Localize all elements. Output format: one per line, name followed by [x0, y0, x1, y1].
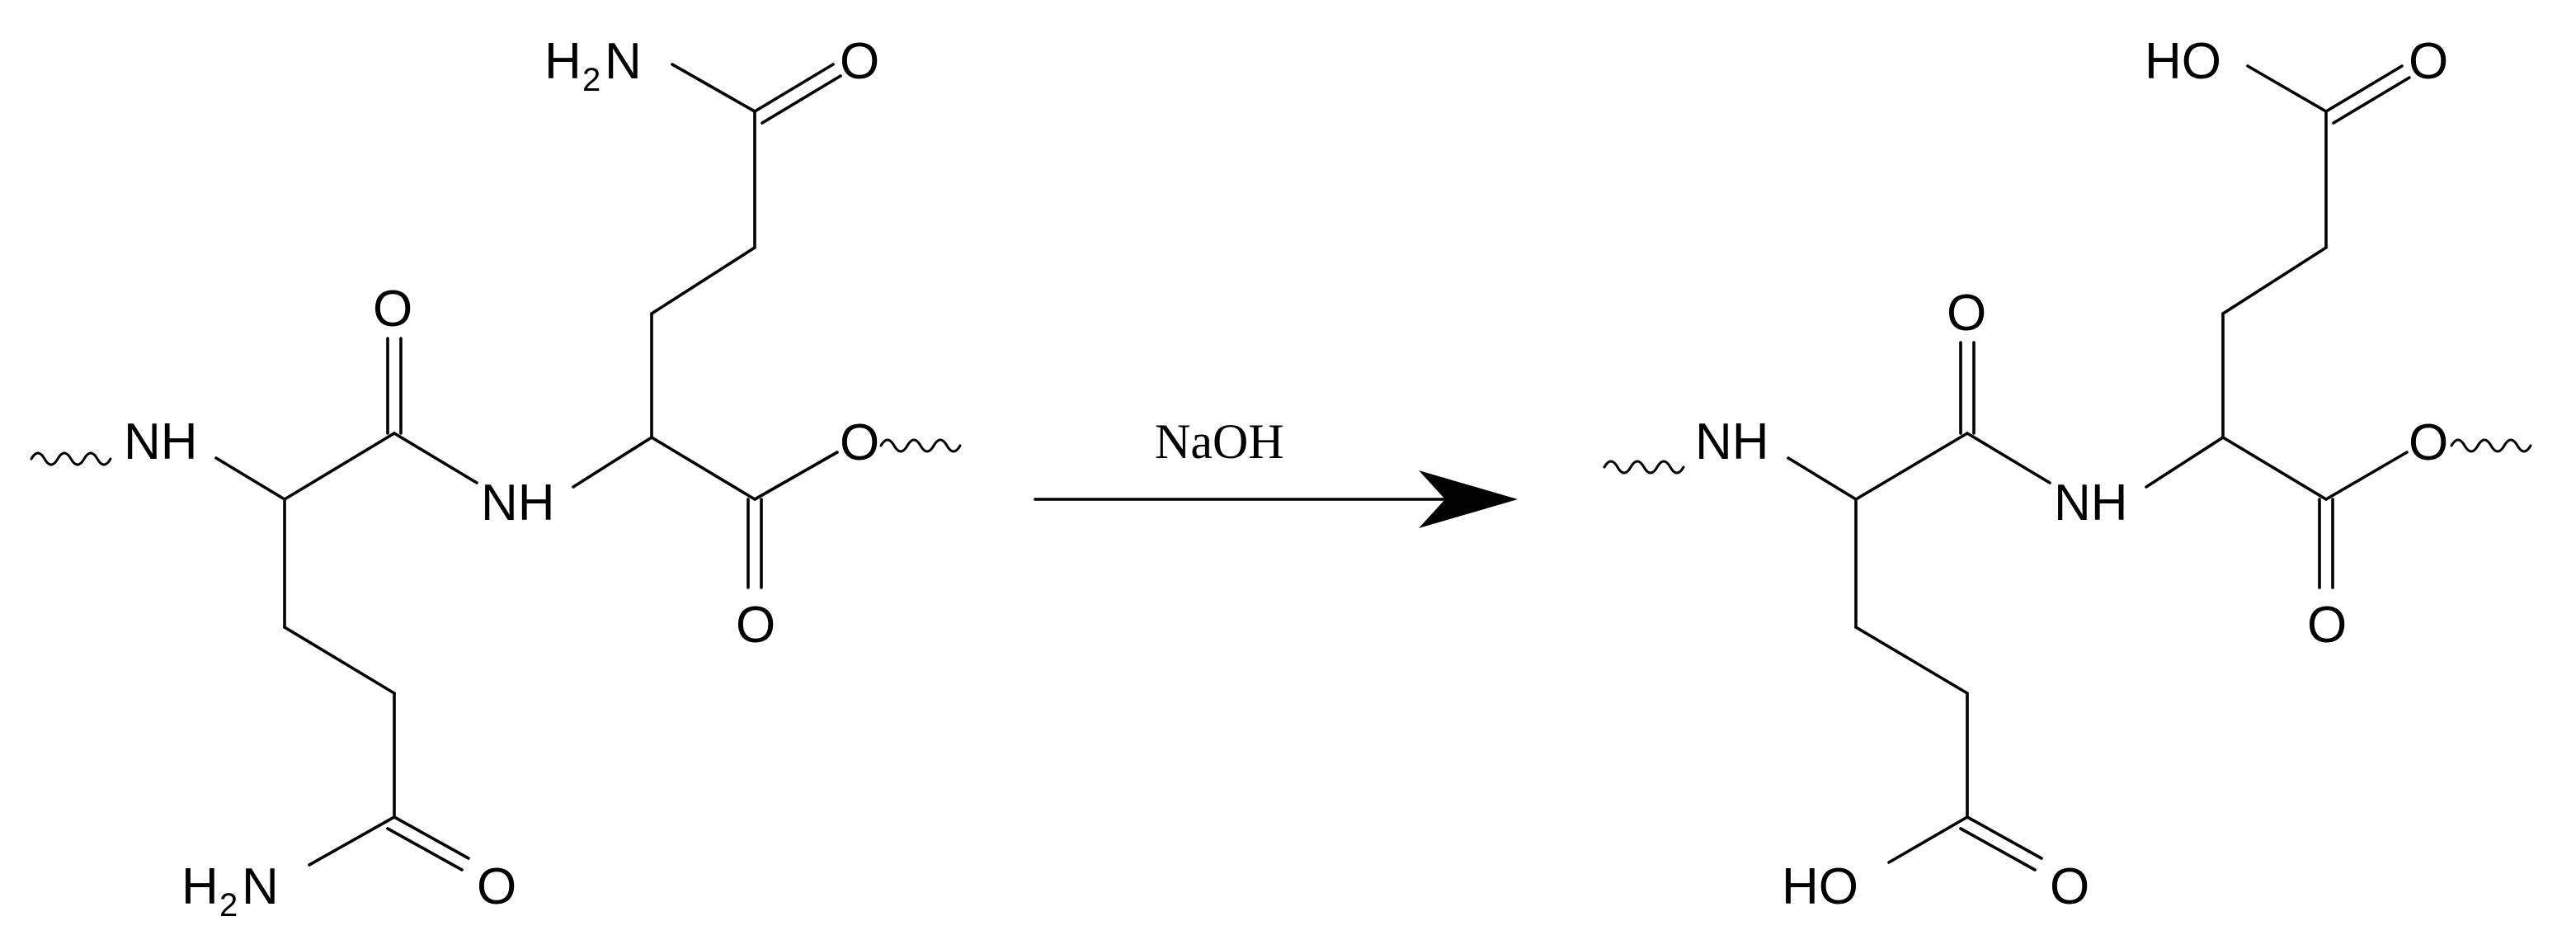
bond [572, 436, 653, 489]
amide-bot-o-label: O [477, 858, 516, 915]
bond [2324, 64, 2404, 113]
bond [1787, 456, 1858, 501]
bond [1966, 432, 2051, 484]
bond [2145, 436, 2225, 489]
ester-o-label: O [840, 414, 879, 471]
bond [283, 432, 396, 501]
nh-mid-label: NH [481, 475, 555, 531]
nh-left-label: NH [1695, 413, 1769, 470]
amide-bot-h-label: H [181, 858, 219, 915]
bond [1887, 815, 1969, 864]
bond [2221, 246, 2328, 315]
bond [2246, 64, 2328, 113]
reaction-arrow: NaOH [1034, 414, 1518, 528]
carbonyl-o-bottom-label: O [736, 597, 775, 654]
carbonyl-o-top-label: O [1947, 285, 1986, 342]
wavy-bond-right [2450, 438, 2532, 453]
bond [761, 74, 842, 125]
amide-top-n-label: N [605, 33, 642, 90]
bond [2332, 76, 2411, 125]
bond [1854, 432, 1969, 501]
bond [753, 63, 835, 113]
bond [386, 827, 464, 872]
bond [2324, 451, 2409, 501]
bond [393, 432, 478, 484]
wavy-bond-left [1603, 460, 1685, 475]
nh-mid-label: NH [2054, 475, 2128, 531]
acid-bot-o-label: O [2050, 858, 2089, 915]
bond [283, 626, 396, 695]
amide-bot-sub-label: 2 [219, 887, 238, 923]
bond [650, 436, 756, 501]
wavy-bond-left [30, 451, 112, 466]
amide-bot-n-label: N [242, 858, 279, 915]
carbonyl-o-bottom-label: O [2307, 597, 2347, 654]
carbonyl-o-top-label: O [373, 281, 412, 338]
bond [2221, 436, 2328, 501]
bond [671, 63, 756, 113]
wavy-bond-right [879, 438, 962, 453]
arrow-head [1419, 470, 1518, 528]
bond [1966, 815, 2043, 860]
bond [753, 451, 839, 501]
amide-top-h-label: H [544, 33, 582, 90]
reactant-molecule: NH O NH O O O H 2 N [30, 33, 962, 923]
bond [1959, 827, 2037, 872]
acid-top-ho-label: HO [2145, 33, 2221, 90]
amide-top-sub-label: 2 [582, 62, 600, 98]
bond [214, 456, 286, 501]
bond [650, 246, 756, 315]
ester-o-label: O [2409, 414, 2448, 471]
reagent-label: NaOH [1155, 414, 1284, 469]
bond [1854, 626, 1969, 695]
product-molecule: NH O NH O O O HO O HO [1603, 33, 2532, 915]
amide-top-o-label: O [840, 33, 879, 90]
bond [308, 815, 396, 867]
bond [393, 815, 470, 860]
acid-top-o-label: O [2409, 33, 2448, 90]
acid-bot-ho-label: HO [1782, 858, 1858, 915]
nh-left-label: NH [124, 413, 198, 470]
